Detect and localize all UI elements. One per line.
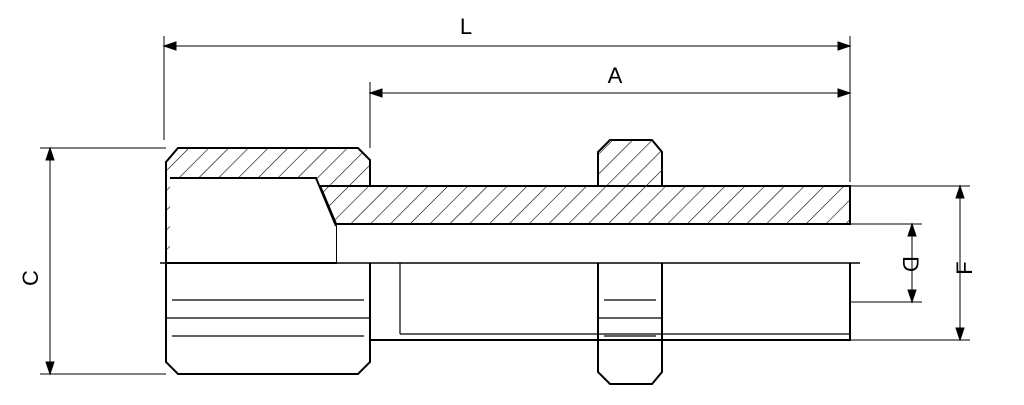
dim-C-label: C [18,270,43,286]
dimension-lines [40,36,970,376]
dim-D-label: D [898,256,923,272]
dim-A-label: A [608,63,623,88]
tube-section [318,185,851,225]
dim-L-label: L [460,14,472,39]
hex-nut-section [597,139,663,187]
left-nut-bore [170,178,336,262]
outline-half [160,262,860,385]
section-half [165,139,851,264]
dim-F-label: F [952,261,977,274]
